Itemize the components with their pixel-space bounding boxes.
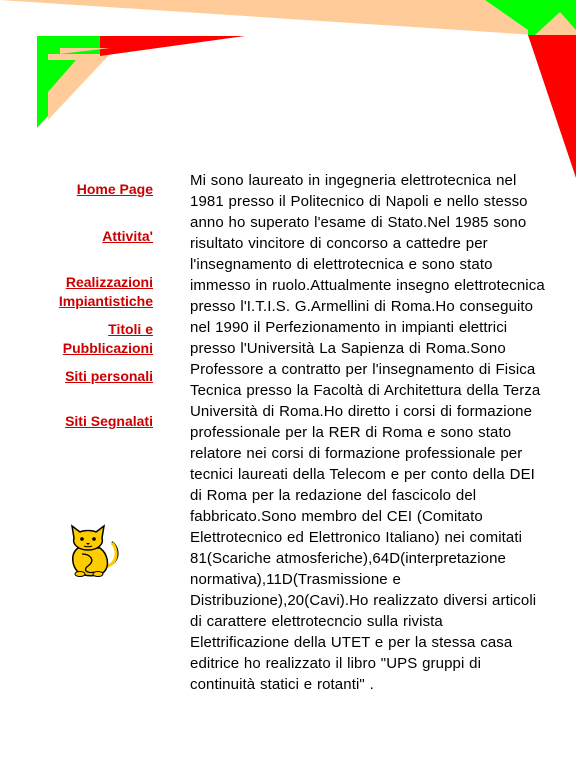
cat-icon [70,524,119,577]
nav-link-home[interactable]: Home Page [36,180,153,199]
biography-text: Mi sono laureato in ingegneria elettrote… [190,172,545,693]
top-peach-banner [0,0,535,35]
nav-link-attivita[interactable]: Attivita' [102,227,153,246]
nav-link-siti-segnalati-label: Siti Segnalati [65,413,153,429]
nav-link-siti-segnalati[interactable]: Siti Segnalati [65,412,153,431]
sidebar-nav: Home Page Attivita' Realizzazioni Impian… [36,180,153,429]
corner-decoration [0,0,576,178]
nav-link-titoli-label: Titoli e Pubblicazioni [62,321,153,356]
nav-link-home-label: Home Page [76,181,153,197]
nav-link-attivita-label: Attivita' [102,228,153,244]
nav-link-titoli[interactable]: Titoli e Pubblicazioni [36,320,153,358]
right-red-streak [528,35,576,178]
left-red-streak [100,36,245,56]
left-peach-streak [60,48,110,54]
top-right-peach [535,12,576,38]
nav-link-siti-personali[interactable]: Siti personali [65,367,153,386]
left-green-inner [48,60,76,92]
nav-link-siti-personali-label: Siti personali [65,368,153,384]
nav-link-realizzazioni[interactable]: Realizzazioni Impiantistiche [36,273,153,311]
nav-link-realizzazioni-label: Realizzazioni Impiantistiche [58,274,153,309]
